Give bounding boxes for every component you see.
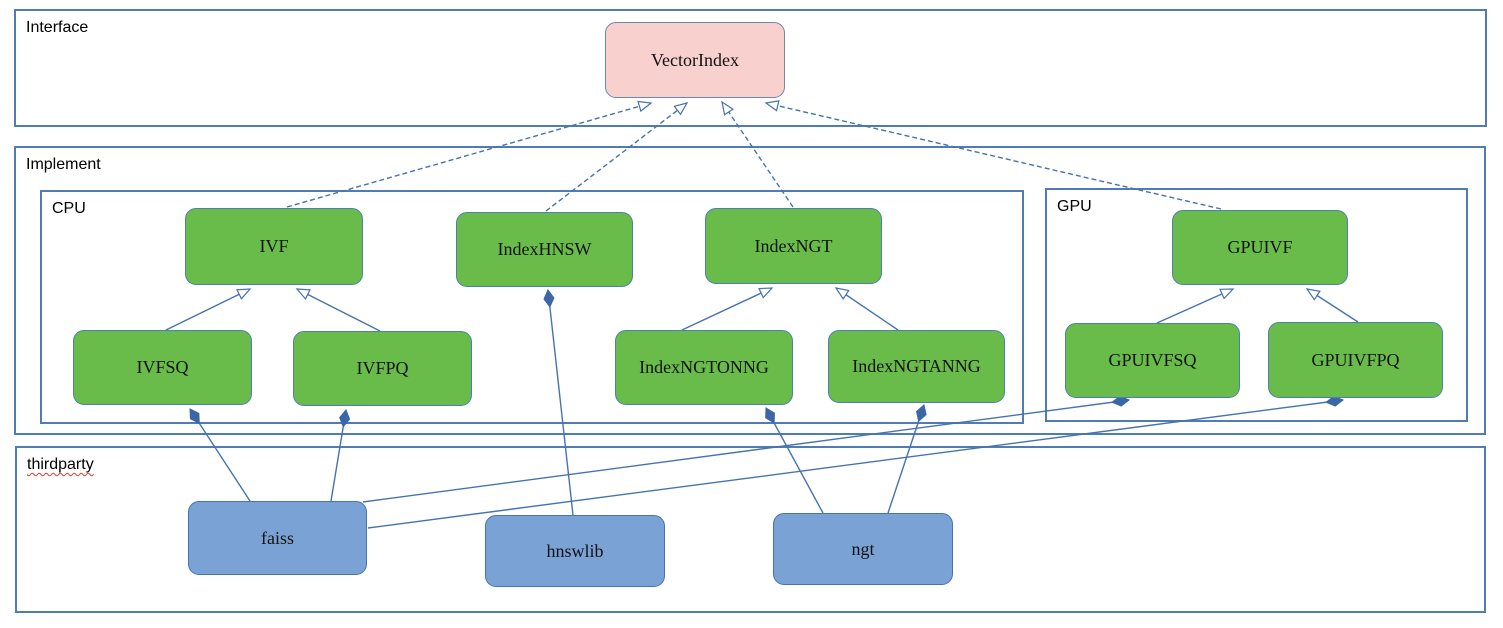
gpuivfpq-node: GPUIVFPQ [1268,322,1443,398]
gpu-container-label: GPU [1057,198,1092,215]
ivf-node: IVF [185,208,363,285]
ngt-label: ngt [851,538,875,559]
ngt-node: ngt [773,513,953,585]
hnswlib-label: hnswlib [546,540,604,561]
interface-container-label: Interface [26,19,89,36]
gpuivfsq-label: GPUIVFSQ [1108,350,1197,370]
ivfpq-node: IVFPQ [293,331,472,406]
vectorindex-node: VectorIndex [605,22,785,98]
implement-container-label: Implement [26,156,101,173]
ivfsq-label: IVFSQ [136,357,189,377]
indexngtonng-node: IndexNGTONNG [615,330,793,405]
vectorindex-label: VectorIndex [651,49,739,70]
indexngt-label: IndexNGT [754,235,833,256]
gpuivfsq-node: GPUIVFSQ [1065,323,1240,398]
ivfsq-node: IVFSQ [73,330,252,405]
indexngtonng-label: IndexNGTONNG [639,357,769,377]
thirdparty-container-label: thirdparty [27,456,94,473]
gpuivf-node: GPUIVF [1172,210,1348,285]
ivf-label: IVF [259,236,289,256]
indexngtanng-node: IndexNGTANNG [828,330,1005,403]
gpuivfpq-label: GPUIVFPQ [1311,349,1400,370]
indexngt-node: IndexNGT [705,208,882,284]
ivfpq-label: IVFPQ [356,358,409,378]
cpu-container-label: CPU [52,200,86,217]
indexhnsw-node: IndexHNSW [456,212,633,287]
faiss-label: faiss [261,527,294,548]
indexhnsw-label: IndexHNSW [497,239,592,259]
gpuivf-label: GPUIVF [1227,237,1293,257]
faiss-node: faiss [188,501,367,575]
indexngtanng-label: IndexNGTANNG [852,356,981,376]
hnswlib-node: hnswlib [485,515,665,587]
